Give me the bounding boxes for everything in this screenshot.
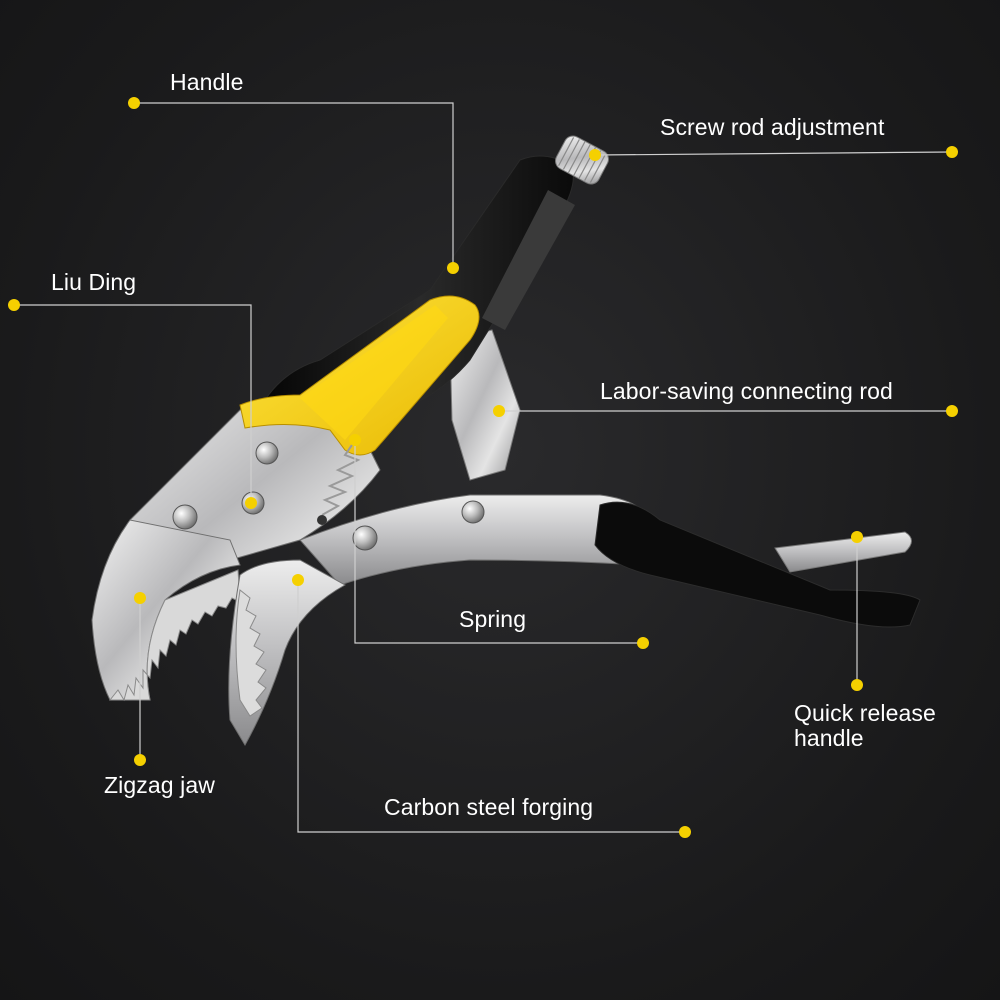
rivet	[352, 525, 378, 551]
quick-release-lever	[774, 531, 912, 573]
connecting-rod	[449, 329, 521, 481]
dot-carbon-steel-start	[292, 574, 304, 586]
leader-liu-ding	[14, 304, 252, 503]
label-screw-rod-adjustment: Screw rod adjustment	[660, 114, 885, 140]
dot-screw-rod-end	[946, 146, 958, 158]
dot-quick-release-start	[851, 531, 863, 543]
label-quick-release-handle: Quick release handle	[794, 701, 936, 751]
dot-handle-start	[128, 97, 140, 109]
label-liu-ding: Liu Ding	[51, 269, 137, 295]
dot-zigzag-end	[134, 754, 146, 766]
label-labor-saving-connecting-rod: Labor-saving connecting rod	[600, 378, 893, 404]
rivet	[172, 504, 198, 530]
rivet	[461, 500, 485, 524]
leader-screw-rod	[594, 151, 953, 156]
callout-dots	[8, 97, 958, 838]
dot-handle-end	[447, 262, 459, 274]
lower-jaw	[228, 559, 347, 746]
rivet	[255, 441, 279, 465]
label-carbon-steel-forging: Carbon steel forging	[384, 794, 594, 820]
dot-spring-end	[637, 637, 649, 649]
leader-spring	[354, 440, 643, 644]
leader-lines	[14, 102, 953, 833]
dot-quick-release-end	[851, 679, 863, 691]
label-quick-release-line1: Quick release	[794, 700, 936, 726]
dot-liu-ding-end	[245, 497, 257, 509]
dot-spring-start	[349, 434, 361, 446]
label-quick-release-line2: handle	[794, 725, 864, 751]
dot-zigzag-start	[134, 592, 146, 604]
label-zigzag-jaw: Zigzag jaw	[104, 772, 215, 798]
leader-handle	[134, 102, 454, 268]
label-spring: Spring	[459, 606, 527, 632]
dot-screw-rod-start	[589, 149, 601, 161]
dot-carbon-steel-end	[679, 826, 691, 838]
dot-connecting-rod-start	[493, 405, 505, 417]
spring	[321, 444, 361, 516]
label-handle: Handle	[170, 69, 244, 95]
lower-handle-grip	[594, 501, 921, 628]
dot-liu-ding-start	[8, 299, 20, 311]
dot-connecting-rod-end	[946, 405, 958, 417]
rivet	[317, 515, 327, 525]
leader-carbon-steel	[297, 580, 685, 833]
